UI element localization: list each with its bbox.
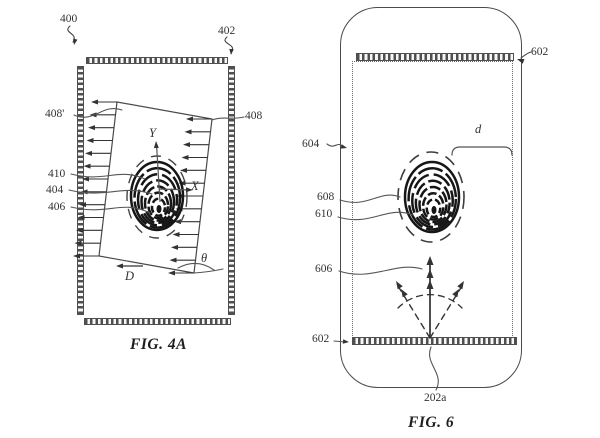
ref-label-400: 400 (60, 13, 78, 25)
fig6-caption: FIG. 6 (408, 414, 455, 431)
angle-theta-label: θ (201, 251, 208, 265)
ref-label-408: 408 (245, 110, 263, 122)
ref-label-404: 404 (46, 184, 64, 196)
axis-label-y: Y (149, 126, 156, 140)
ref-label-602-top: 602 (531, 46, 549, 58)
coordinate-axes (153, 141, 193, 203)
fig4a-transducer-strip-right (228, 66, 235, 315)
fig6-device-outline (340, 7, 522, 388)
direction-d-label: D (125, 269, 135, 283)
acoustic-beam-arrows (396, 256, 464, 339)
fig4a-transducer-strip-top (86, 57, 228, 64)
ref-label-202a: 202a (424, 392, 447, 404)
ref-label-602-bottom: 602 (312, 333, 330, 345)
ref-label-606: 606 (315, 263, 333, 275)
axis-label-x: X (191, 179, 199, 193)
fig6-transducer-strip-bottom (352, 337, 517, 345)
fig4a-art (67, 25, 245, 276)
fig6-art (326, 51, 532, 391)
wave-arrows-right (168, 116, 212, 276)
wave-arrows-left (73, 99, 117, 259)
fig6-transducer-strip-top (356, 53, 514, 61)
leader-lines-fig4a (67, 25, 245, 214)
ref-label-610: 610 (315, 208, 333, 220)
fingerprint-graphic (403, 160, 461, 234)
fig4a-transducer-strip-left (77, 66, 84, 315)
fingerprint-graphic (129, 160, 185, 232)
fig4a-caption: FIG. 4A (130, 336, 187, 353)
angle-theta-marker (177, 262, 224, 274)
ref-label-408-prime: 408' (45, 108, 65, 120)
ref-label-608: 608 (317, 191, 335, 203)
ref-label-406: 406 (48, 201, 66, 213)
ref-label-410: 410 (48, 168, 66, 180)
dimension-bracket (451, 146, 513, 156)
ref-label-604: 604 (302, 138, 320, 150)
dimension-d-label: d (475, 122, 482, 136)
leader-lines-fig6 (326, 51, 532, 391)
direction-arrow (116, 263, 143, 269)
ref-label-402: 402 (218, 25, 236, 37)
fig4a-transducer-strip-bottom (84, 318, 231, 325)
